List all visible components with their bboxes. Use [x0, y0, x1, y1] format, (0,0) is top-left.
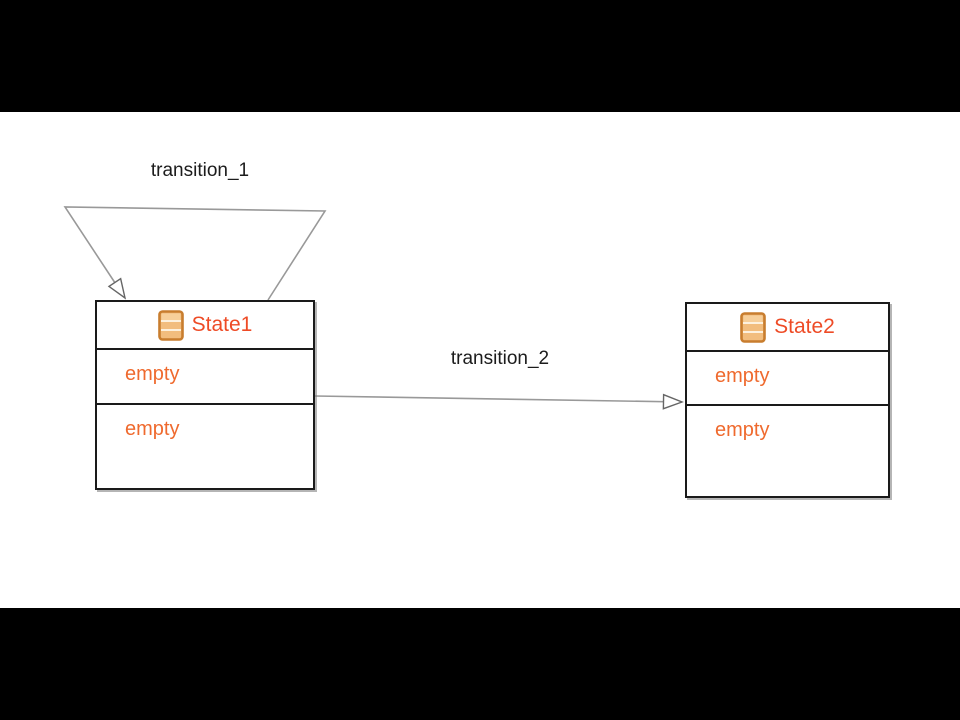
letterbox-bottom	[0, 608, 960, 720]
state2-row-2[interactable]: empty	[687, 406, 888, 496]
letterbox-top	[0, 0, 960, 112]
state2-row-2-text: empty	[715, 419, 770, 441]
transition-1-connector[interactable]	[63, 206, 327, 301]
state-node-state1[interactable]: State1 empty empty	[95, 300, 315, 490]
state1-title: State1	[191, 313, 253, 336]
diagram-canvas[interactable]: transition_1 transition_2 State1 empty	[0, 112, 960, 608]
state1-row-1[interactable]: empty	[97, 350, 313, 405]
state-icon	[157, 309, 184, 341]
transition-1-label[interactable]: transition_1	[150, 160, 250, 181]
state1-row-1-text: empty	[125, 363, 180, 385]
state1-header[interactable]: State1	[97, 302, 313, 350]
state2-row-1[interactable]: empty	[687, 352, 888, 406]
state2-header[interactable]: State2	[687, 304, 888, 352]
state-icon	[740, 311, 766, 343]
state1-row-2[interactable]: empty	[97, 405, 313, 488]
state-node-state2[interactable]: State2 empty empty	[685, 302, 890, 498]
state1-row-2-text: empty	[125, 418, 180, 440]
transition-2-connector[interactable]	[314, 393, 684, 410]
transition-2-label[interactable]: transition_2	[450, 348, 550, 369]
state2-row-1-text: empty	[715, 365, 770, 387]
state2-title: State2	[774, 315, 835, 338]
